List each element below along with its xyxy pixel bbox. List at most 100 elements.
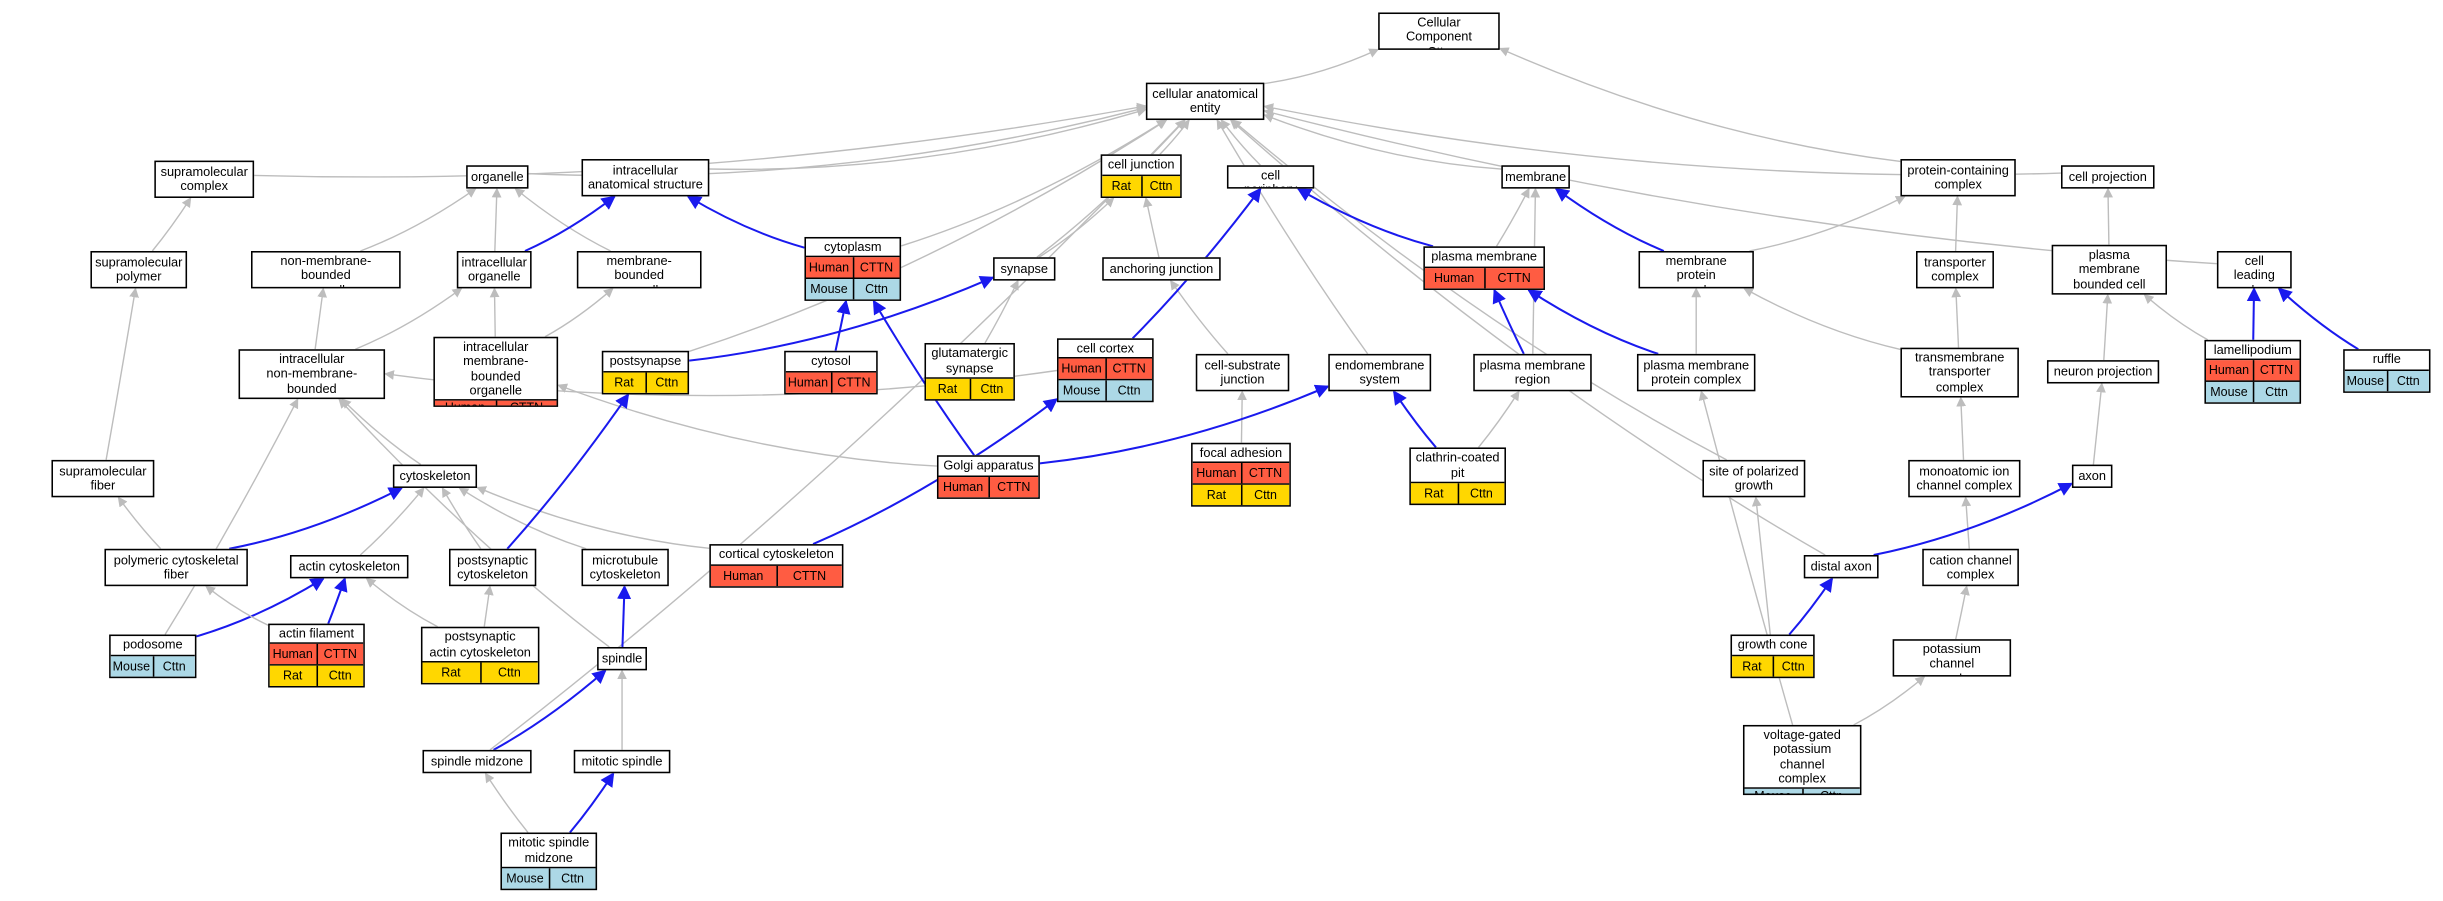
node-label: cytosol — [811, 354, 851, 369]
node-vgkcc[interactable]: voltage-gated potassium channel complexM… — [1742, 724, 1862, 796]
node-intorg[interactable]: intracellular organelle — [456, 250, 532, 289]
node-mitspindle[interactable]: mitotic spindle — [573, 749, 671, 774]
node-neuronproj[interactable]: neuron projection — [2046, 360, 2160, 384]
edge-plasmamem-is_a-membrane — [1495, 187, 1530, 247]
edge-pcf-part_of-cytoskeleton — [229, 487, 404, 550]
node-periphery[interactable]: cell periphery — [1226, 165, 1315, 189]
node-label: anchoring junction — [1109, 261, 1214, 276]
edge-spindle-is_a-inmbo — [338, 398, 610, 648]
node-transporter[interactable]: transporter complex — [1916, 250, 1994, 289]
node-actincyto[interactable]: actin cytoskeleton — [289, 555, 409, 579]
node-label: membrane protein complex — [1665, 254, 1727, 287]
node-pmpc[interactable]: plasma membrane protein complex — [1636, 353, 1756, 392]
edge-growthcone-is_a-spg — [1751, 496, 1771, 635]
node-label: glutamatergic synapse — [931, 346, 1009, 375]
node-synapse[interactable]: synapse — [993, 257, 1056, 281]
node-tmtc[interactable]: transmembrane transporter complex — [1900, 347, 2019, 398]
node-label: non-membrane-bounded organelle — [280, 254, 372, 287]
node-spindle[interactable]: spindle — [597, 646, 647, 671]
node-label: cell leading edge — [2233, 254, 2275, 287]
edge-intorg-part_of-ias — [524, 195, 616, 252]
node-mtcyto[interactable]: microtubule cytoskeleton — [581, 548, 669, 587]
node-mbo[interactable]: membrane-bounded organelle — [576, 250, 702, 289]
node-micc[interactable]: monoatomic ion channel complex — [1908, 459, 2021, 498]
gene-cell: CTTN — [775, 565, 842, 587]
node-spindlemid[interactable]: spindle midzone — [422, 749, 532, 774]
node-label: cellular anatomical entity — [1152, 86, 1258, 116]
species-cell: Rat — [269, 665, 316, 686]
species-cell: Human — [785, 372, 831, 393]
node-label: supramolecular fiber — [59, 464, 147, 493]
node-cytoskeleton[interactable]: cytoskeleton — [392, 464, 478, 488]
node-organelle[interactable]: organelle — [466, 165, 529, 189]
node-axon[interactable]: axon — [2071, 464, 2113, 488]
node-mpc[interactable]: membrane protein complex — [1638, 250, 1754, 289]
node-distalaxon[interactable]: distal axon — [1803, 555, 1879, 579]
edge-cytosol-part_of-cytoplasm — [834, 299, 851, 351]
node-pcc[interactable]: protein-containing complex — [1900, 159, 2016, 197]
edge-postsynapse-part_of-synapse — [688, 276, 995, 362]
node-inmbo[interactable]: intracellular non-membrane-bounded organ… — [238, 349, 386, 400]
node-label: microtubule cytoskeleton — [589, 552, 661, 582]
species-cell: Rat — [1192, 485, 1241, 506]
node-endomem[interactable]: endomembrane system — [1328, 353, 1432, 392]
node-pmregion[interactable]: plasma membrane region — [1473, 353, 1592, 392]
node-membrane[interactable]: membrane — [1501, 165, 1570, 189]
node-suppoly[interactable]: supramolecular polymer — [90, 250, 188, 289]
node-pmbcp[interactable]: plasma membrane bounded cell projection — [2051, 244, 2168, 295]
node-label: neuron projection — [2053, 364, 2153, 379]
gene-cell: CTTN — [1483, 268, 1544, 289]
node-root[interactable]: Cellular Component Cttn — [1378, 12, 1500, 50]
node-supcomplex[interactable]: supramolecular complex — [154, 160, 255, 198]
edge-pcf-is_a-supfiber — [117, 496, 162, 550]
edge-postsynapse-is_a-cae — [688, 119, 1168, 353]
node-label: cation channel complex — [1929, 552, 2012, 582]
gene-cell: CTTN — [830, 372, 877, 393]
node-supfiber[interactable]: supramolecular fiber — [51, 459, 155, 498]
node-cle[interactable]: cell leading edge — [2216, 250, 2292, 289]
edge-spindlemid-part_of-spindle — [493, 669, 607, 751]
node-anchjunction[interactable]: anchoring junction — [1102, 257, 1221, 281]
node-ias[interactable]: intracellular anatomical structure — [581, 159, 710, 197]
edge-corticalcyto-part_of-cortex — [812, 398, 1059, 546]
node-csjunction[interactable]: cell-substrate junction — [1195, 353, 1290, 392]
node-spg[interactable]: site of polarized growth — [1702, 459, 1806, 498]
node-cellproj[interactable]: cell projection — [2060, 165, 2155, 189]
node-kch[interactable]: potassium channel complex — [1892, 639, 2012, 677]
gene-cell: CTTN — [2251, 360, 2300, 381]
node-label: plasma membrane — [1431, 249, 1538, 265]
node-label: Golgi apparatus — [943, 458, 1034, 473]
edge-lamellipodium-is_a-pmbcp — [2143, 294, 2209, 341]
gene-cell: Cttn — [479, 662, 538, 683]
node-pcf[interactable]: polymeric cytoskeletal fiber — [104, 548, 248, 587]
node-nmbo[interactable]: non-membrane-bounded organelle — [250, 250, 401, 289]
node-postsyncyto[interactable]: postsynaptic cytoskeleton — [448, 548, 537, 587]
node-cae[interactable]: cellular anatomical entity — [1145, 82, 1265, 121]
edge-micc-is_a-tmtc — [1956, 396, 1967, 460]
node-cationch[interactable]: cation channel complex — [1922, 548, 2019, 587]
node-imbo[interactable]: intracellular membrane-bounded organelle… — [433, 336, 559, 407]
